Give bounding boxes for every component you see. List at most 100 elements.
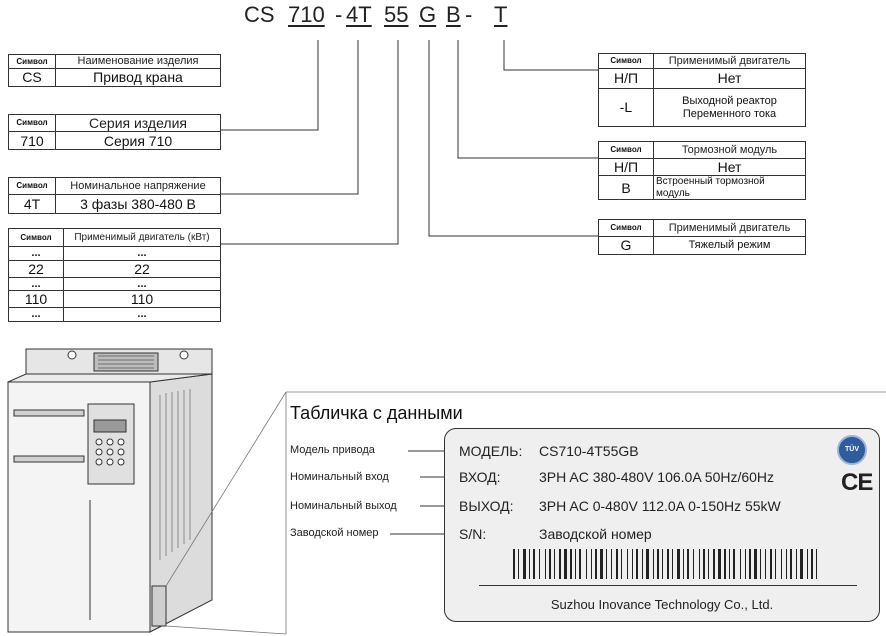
front-groove-2: [13, 455, 85, 463]
column-header: Применимый двигатель (кВт): [63, 228, 221, 247]
code-cell: -L: [598, 88, 654, 127]
column-header: Тормозной модуль: [653, 141, 806, 159]
code-cell: G: [598, 236, 654, 255]
desc-cell: ...: [63, 276, 221, 292]
connector-duty: [428, 40, 598, 237]
barcode-bar: [667, 549, 669, 579]
plate-input-value: 3PH AC 380-480V 106.0A 50Hz/60Hz: [539, 469, 775, 485]
barcode-bar: [529, 549, 530, 579]
barcode-bar: [616, 549, 618, 579]
barcode-bar: [786, 549, 787, 579]
barcode-bar: [790, 549, 792, 579]
table-product-name: Символ Наименование изделия CS Привод кр…: [8, 54, 221, 87]
barcode-bar: [575, 549, 576, 579]
front-groove-1: [13, 409, 85, 417]
nameplate: МОДЕЛЬ: CS710-4T55GB ВХОД: 3PH AC 380-48…: [444, 428, 880, 622]
barcode-bar: [579, 549, 581, 579]
side-vents: [159, 389, 191, 560]
barcode-bar: [545, 549, 546, 579]
barcode-bar: [724, 549, 726, 579]
barcode-bar: [796, 549, 797, 579]
connector-brake: [457, 40, 598, 159]
barcode-bar: [754, 549, 757, 579]
plate-input-key: ВХОД:: [459, 469, 501, 485]
code-voltage: 4T: [346, 2, 372, 27]
barcode-bar: [811, 549, 813, 579]
barcode-bar: [816, 549, 817, 579]
barcode-bar: [539, 549, 540, 579]
barcode-bar: [745, 549, 746, 579]
label-rated-output: Номинальный выход: [290, 500, 397, 512]
barcode-bar: [570, 549, 572, 579]
desc-cell: Серия 710: [55, 131, 221, 151]
barcode-bar: [770, 549, 772, 579]
device-top-edge: [7, 373, 213, 383]
code-cell: ...: [8, 276, 64, 292]
connector-series: [221, 40, 319, 131]
drive-device: [7, 348, 213, 633]
column-header: Применимый двигатель: [653, 53, 806, 69]
table-brake-module: Символ Тормозной модуль Н/П Нет B Встрое…: [598, 141, 806, 201]
desc-cell: ...: [63, 246, 221, 261]
plate-model-value: CS710-4T55GB: [539, 443, 639, 459]
barcode-bar: [775, 549, 776, 579]
table-output-option: Символ Применимый двигатель Н/П Нет -L В…: [598, 53, 806, 127]
barcode-bar: [559, 549, 561, 579]
ce-mark-icon: CE: [841, 469, 873, 496]
code-cell: 110: [8, 290, 64, 309]
desc-cell: Выходной реактор Переменного тока: [653, 88, 806, 127]
desc-cell: Встроенный тормозной модуль: [653, 175, 806, 201]
table-voltage: Символ Номинальное напряжение 4T 3 фазы …: [8, 177, 221, 214]
code-cell: 710: [8, 131, 56, 151]
barcode-bar: [646, 549, 649, 579]
barcode-bar: [699, 549, 700, 579]
barcode-bar: [708, 549, 709, 579]
symbol-header: Символ: [8, 113, 56, 133]
barcode-bar: [713, 549, 715, 579]
label-serial-number: Заводской номер: [290, 527, 379, 539]
column-header: Номинальное напряжение: [55, 177, 221, 195]
code-dash-2: -: [465, 2, 473, 27]
plate-output-key: ВЫХОД:: [459, 498, 514, 514]
desc-cell: 110: [63, 290, 221, 309]
barcode-bar: [533, 549, 535, 579]
barcode-bar: [749, 549, 751, 579]
barcode-bar: [677, 549, 680, 579]
table-duty: Символ Применимый двигатель G Тяжелый ре…: [598, 219, 806, 255]
code-cell: 4T: [8, 194, 56, 214]
barcode-bar: [687, 549, 689, 579]
code-cell: ...: [8, 307, 64, 323]
barcode-bar: [549, 549, 551, 579]
table-motor-power: Символ Применимый двигатель (кВт) ......…: [8, 228, 221, 323]
desc-cell: Привод крана: [55, 68, 221, 87]
keypad-display: [93, 419, 127, 433]
barcode-bar: [611, 549, 612, 579]
barcode-bar: [693, 549, 694, 579]
code-dash-1: -: [335, 2, 343, 27]
code-series: 710: [288, 2, 325, 27]
code-option: T: [494, 2, 508, 27]
symbol-header: Символ: [598, 53, 654, 69]
barcode-bar: [595, 549, 597, 579]
barcode-bar: [718, 549, 721, 579]
symbol-header: Символ: [598, 141, 654, 159]
barcode-bar: [672, 549, 673, 579]
barcode-bar: [513, 549, 515, 579]
desc-cell: ...: [63, 307, 221, 323]
nameplate-on-device: [151, 585, 167, 627]
barcode-bar: [621, 549, 622, 579]
code-cell: Н/П: [598, 157, 654, 177]
desc-cell: 3 фазы 380-480 В: [55, 194, 221, 214]
barcode-bar: [564, 549, 567, 579]
barcode-bar: [632, 549, 633, 579]
code-cell: CS: [8, 68, 56, 87]
connector-option: [503, 40, 598, 71]
code-cell: Н/П: [598, 68, 654, 89]
symbol-header: Символ: [8, 177, 56, 195]
barcode-bar: [657, 549, 659, 579]
code-brake: B: [446, 2, 461, 27]
barcode-bar: [729, 549, 730, 579]
barcode-bar: [518, 549, 519, 579]
barcode-bar: [523, 549, 526, 579]
device-fan: [93, 352, 159, 372]
